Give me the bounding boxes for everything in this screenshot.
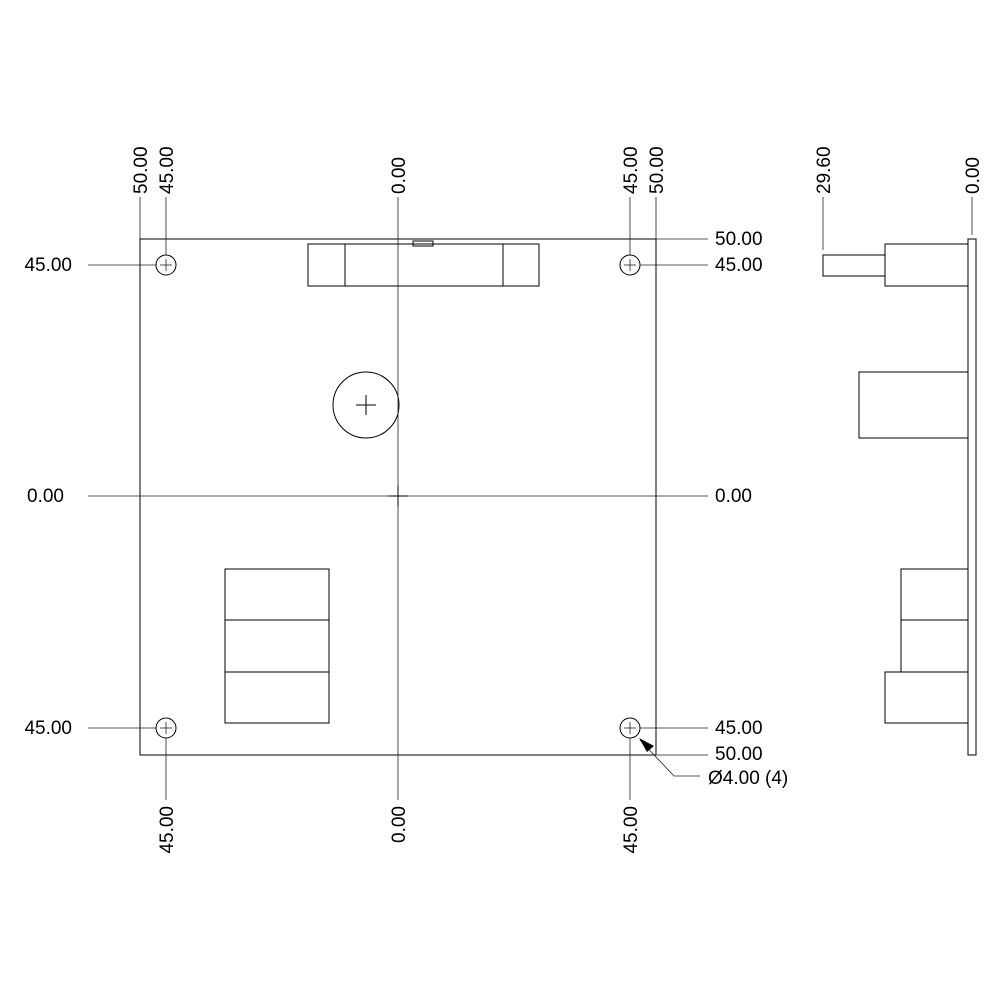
extension-lines (88, 197, 708, 800)
mounting-hole-bottom-left (155, 717, 177, 739)
dim-top-45-right: 45.00 (621, 146, 642, 194)
dim-top-50-right: 50.00 (647, 146, 668, 194)
dim-bottom-0: 0.00 (389, 806, 410, 843)
dim-top-45-left: 45.00 (157, 146, 178, 194)
mounting-hole-top-right (619, 254, 641, 276)
dim-side-29-60: 29.60 (814, 146, 835, 194)
dim-right-50-top: 50.00 (715, 229, 763, 250)
stacked-connector (224, 568, 330, 724)
dim-right-45-bottom: 45.00 (715, 718, 763, 739)
dim-right-0: 0.00 (715, 486, 752, 507)
dim-bottom-45-left: 45.00 (157, 806, 178, 854)
hole-diameter-callout: Ø4.00 (4) (708, 768, 788, 789)
dim-top-0: 0.00 (389, 157, 410, 194)
dim-bottom-45-right: 45.00 (621, 806, 642, 854)
dim-left-45-bottom: 45.00 (24, 718, 72, 739)
coin-cell (332, 371, 400, 439)
mounting-hole-top-left (155, 254, 177, 276)
dim-side-0: 0.00 (963, 157, 984, 194)
top-connector (307, 240, 540, 287)
dim-left-0: 0.00 (27, 486, 64, 507)
side-view (822, 197, 977, 756)
dim-right-50-bottom: 50.00 (715, 744, 763, 765)
dim-left-45-top: 45.00 (24, 255, 72, 276)
dim-top-50-left: 50.00 (131, 146, 152, 194)
center-mark (388, 486, 408, 506)
mounting-hole-bottom-right (619, 717, 641, 739)
hole-callout-leader (639, 738, 700, 777)
dim-right-45-top: 45.00 (715, 255, 763, 276)
